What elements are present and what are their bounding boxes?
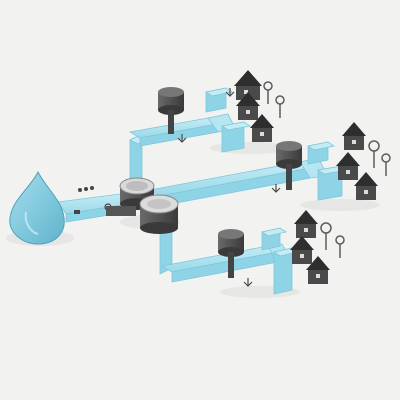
water-tower-icon [276,141,302,190]
tree-icon [335,235,345,258]
house-icon [342,122,366,150]
house-icon [236,92,260,120]
treatment-tank-icon [106,194,179,234]
tree-icon [381,153,391,176]
house-icon [294,210,318,238]
tree-icon [368,140,380,168]
water-tower-icon [158,87,184,134]
house-cluster-lower [290,210,345,284]
house-cluster-upper [234,70,285,142]
house-icon [354,172,378,200]
tree-icon [275,95,285,118]
house-icon [290,236,314,264]
plant-icon [177,88,281,287]
tree-icon [263,81,273,104]
house-icon [250,114,274,142]
water-drop-icon [9,170,65,245]
tree-icon [320,222,332,250]
house-icon [336,152,360,180]
house-icon [306,256,330,284]
house-cluster-middle [336,122,391,200]
water-tower-icon [218,229,244,278]
